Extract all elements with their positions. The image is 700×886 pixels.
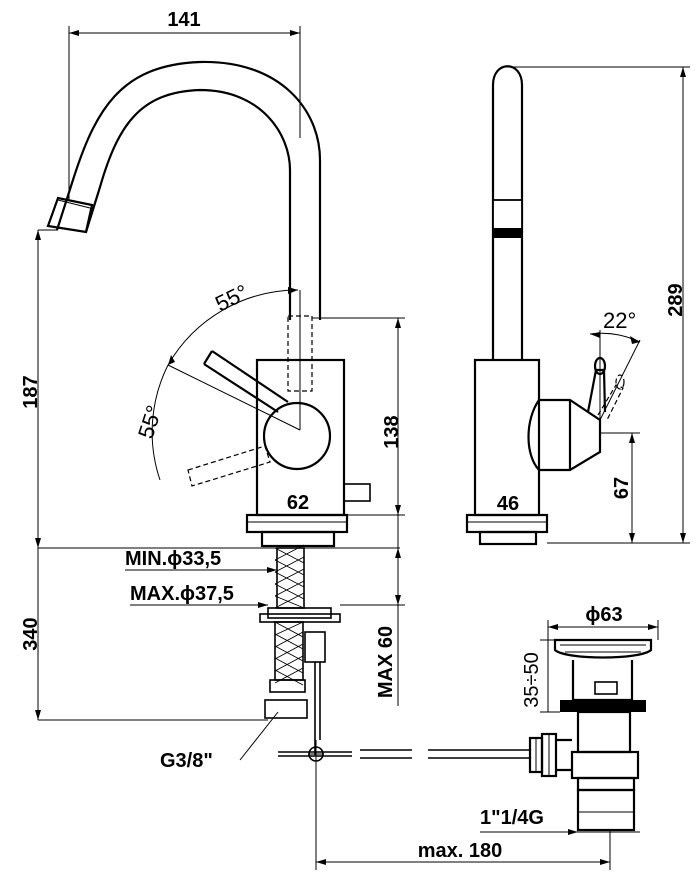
dim-62-label: 62 (287, 492, 309, 514)
waste-range-label: 35÷50 (521, 652, 543, 707)
max-60-label: MAX 60 (375, 626, 397, 698)
front-view: 141 187 (20, 9, 610, 870)
waste-view: ϕ63 35÷50 1"1/4G (480, 604, 659, 870)
dim-138-label: 138 (381, 415, 403, 448)
waste-dia-label: ϕ63 (585, 604, 622, 626)
angle-top-label: 55° (211, 279, 252, 316)
dim-340-label: 340 (20, 617, 42, 650)
g38-label: G3/8" (160, 750, 213, 772)
dim-141-label: 141 (167, 9, 200, 31)
max-180-label: max. 180 (418, 840, 503, 862)
waste-thread-label: 1"1/4G (480, 807, 544, 829)
angle-side-label: 55° (133, 402, 167, 441)
dim-46-label: 46 (497, 493, 519, 515)
dim-67-label: 67 (611, 477, 633, 499)
side-view: 22° 289 67 46 (465, 65, 690, 546)
hose-hatching (274, 544, 305, 686)
dim-289-label: 289 (665, 283, 687, 316)
max-hole-label: MAX.ϕ37,5 (130, 583, 234, 605)
dim-187-label: 187 (20, 375, 42, 408)
min-hole-label: MIN.ϕ33,5 (125, 548, 221, 570)
angle-22-label: 22° (603, 308, 636, 333)
